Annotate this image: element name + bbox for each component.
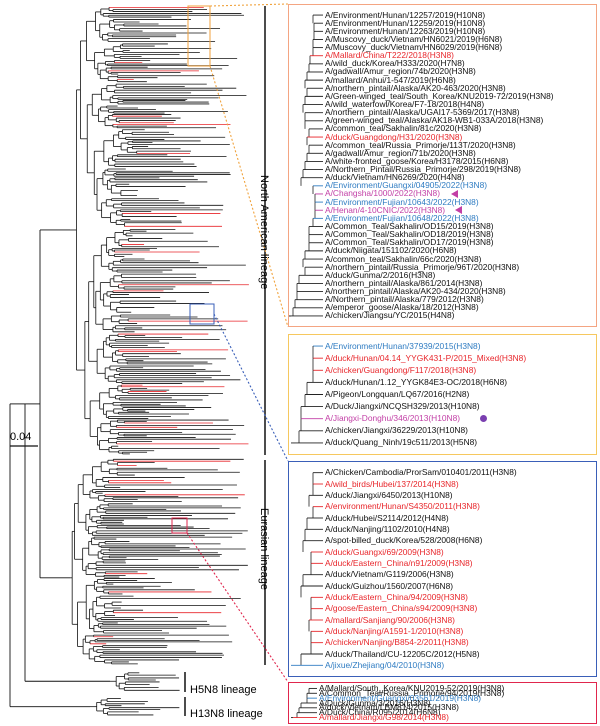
taxon-label: A/Chicken/Cambodia/ProrSam/010401/2011(H… [325,467,517,478]
taxon-label: A/Common_Teal/Sakhalin/OD18/2019(H3N8) [325,229,494,240]
taxon-label: A/chicken/Guangdong/F117/2018(H3N8) [325,364,477,375]
taxon-label: A/Northern_pintail/Alaska/779/2012(H3N8) [325,294,484,305]
panel-cladogram [291,472,323,666]
taxon-label: A/northern_pintail/Alaska/AK20-434/2020(… [325,286,506,297]
taxon-label: A/Jiangxi-Donghu/346/2013(H10N8) [325,413,461,424]
north-american-detail-panel: A/Environment/Hunan/12257/2019(H10N8)A/E… [288,4,597,327]
taxon-label: A/green-winged_teal/Alaska/AK18-WB1-033A… [325,115,544,126]
north-american-lineage-label: North American lineage [258,175,270,290]
taxon-label: A/common_teal/Russia_Primorje/113T/2020(… [325,139,516,150]
taxon-label: A/environment/Hunan/S4350/2011(H3N8) [325,501,480,512]
taxon-label: A/gadwall/Amur_region/71b/2020(H3N8) [325,147,476,158]
taxon-label: A/northern_pintail/Alaska/AK20-463/2020(… [325,82,506,93]
eurasian-lineage-label: Eurasian lineage [258,508,270,590]
taxon-label: A/duck/Hubei/S2114/2012(H4N8) [325,512,449,523]
taxon-label: A/Environment/Fujian/10643/2022(H3N8) [325,196,479,207]
taxon-label: A/mallard/Jiangxi/G98/2014(H3N8) [319,712,449,723]
taxon-label: A/goose/Eastern_China/s94/2009(H3N8) [325,603,478,614]
yellow-detail-panel: A/Environment/Hunan/37939/2015(H3N8)A/du… [288,334,597,455]
h5n8-lineage-label: H5N8 lineage [190,684,257,696]
panel-connector [209,3,289,7]
taxon-label: A/duck/Hunan/1.12_YYGK84E3-OC/2018(H6N8) [325,376,508,387]
scale-bar-label: 0.04 [10,431,32,443]
overview-highlight-box [171,517,188,534]
panel-connector [186,532,289,683]
human-case-marker-icon [450,189,458,198]
taxon-label: A/duck/Guangxi/69/2009(H3N8) [325,546,444,557]
taxon-label: A/chicken/Nanjing/B854-2/2011(H3N8) [325,637,469,648]
panel-connector [209,65,289,328]
taxon-label: A/Mallard/South_Korea/KNU2019-52/2019(H3… [319,682,505,693]
taxon-label: A/duck/Niigata/151102/2020(H6N8) [325,245,457,256]
taxon-label: A/duck/Guangdong/H31/2020(H3N8) [325,131,463,142]
taxon-label: A/Muscovy_duck/Vietnam/HN6021/2019(H6N8) [325,33,503,44]
bottom-detail-panel: A/Mallard/South_Korea/KNU2019-52/2019(H3… [288,682,597,724]
taxon-label: A/Environment/Hunan/12263/2019(H10N8) [325,25,486,36]
taxon-label: A/duck/Vietnam/HN6269/2020(H4N8) [325,172,465,183]
taxon-label: A/Mallard/China/T222/2018(H3N8) [325,50,454,61]
taxon-label: A/Duck/China/R095/2014(H6N8) [319,707,441,718]
taxon-label: A/wild_duck/Korea/H333/2020(H7N8) [325,58,465,69]
panel-cladogram [291,687,317,719]
taxon-label: A/Duck/Gunma/3/2016(H3N8) [319,697,431,708]
taxon-label: A/northern_pintail/Alaska/UGAI17-5369/20… [325,107,520,118]
taxon-label: A/emperor_goose/Alaska/18/2012(H3N8) [325,302,479,313]
taxon-label: A/duck/Nanjing/1102/2010(H4N8) [325,523,450,534]
taxon-label: A/gadwall/Amur_region/74b/2020(H3N8) [325,66,476,77]
taxon-label: A/Environment/Guangxi/04905/2022(H3N8) [325,180,488,191]
taxon-label: A/common_teal/Sakhalin/66c/2020(H3N8) [325,253,482,264]
human-case-marker-icon [455,206,463,215]
taxon-label: A/wild_birds/Hubei/137/2014(H3N8) [325,478,459,489]
taxon-label: A/common_teal/Sakhalin/81c/2020(H3N8) [325,123,482,134]
taxon-label: A/Duck/Jiangxi/NCQSH329/2013(H10N8) [325,401,480,412]
taxon-label: A/spot-billed_duck/Korea/528/2008(H6N8) [325,535,483,546]
taxon-label: A/white-fronted_goose/Korea/H3178/2015(H… [325,155,509,166]
panel-cladogram [291,345,323,444]
taxon-label: A/Environment/Guangxi/03561/2019(H3N8) [319,692,482,703]
taxon-label: A/duck/Eastern_China/n91/2009(H3N8) [325,557,473,568]
taxon-label: A/Northern_Pintail/Russia_Primorje/298/2… [325,164,521,175]
human-case-dot-icon [480,415,488,423]
taxon-label: A/chicken/Jiangsu/YC/2015(H4N8) [325,310,455,321]
taxon-label: A/duck/Vietnam/LBM814/2015(H3N8) [319,702,459,713]
taxon-label: A/northern_pintail/Russia_Primorje/96T/2… [325,261,520,272]
h13n8-lineage-label: H13N8 lineage [190,708,263,720]
taxon-label: A/duck/Quang_Ninh/19c511/2013(H5N8) [325,437,478,448]
taxon-label: A/Common_Teal/Sakhalin/OD17/2019(H3N8) [325,237,494,248]
taxon-label: A/wild_waterfowl/Korea/F7-18/2018(H4N8) [325,99,485,109]
taxon-label: A/Environment/Hunan/37939/2015(H3N8) [325,340,481,351]
panel-cladogram [289,14,323,317]
taxon-label: A/duck/Gunma/2/2016(H3N8) [325,269,436,280]
taxon-label: A/Common_Teal/Sakhalin/OD15/2019(H3N8) [325,220,494,231]
taxon-label: A/northern_pintail/Alaska/861/2014(H3N8) [325,277,483,288]
taxon-label: A/duck/Hunan/04.14_YYGK431-P/2015_Mixed(… [325,352,527,363]
taxon-label: A/duck/Thailand/CU-12205C/2012(H5N8) [325,648,480,659]
taxon-label: A/Muscovy_duck/Vietnam/HN6029/2019(H6N8) [325,42,503,53]
taxon-label: A/Environment/Hunan/12259/2019(H10N8) [325,17,486,28]
taxon-label: A/duck/Guizhou/1560/2007(H6N8) [325,580,454,591]
taxon-label: A/chicken/Jiangxi/36229/2013(H10N8) [325,425,468,436]
taxon-label: A/Environment/Fujian/10648/2022(H3N8) [325,212,479,223]
taxon-label: A/duck/Nanjing/A1591-1/2010(H3N8) [325,625,464,636]
taxon-label: A/Changsha/1000/2022(H3N8) [325,188,441,199]
overview-highlight-box [187,5,211,67]
taxon-label: A/mallard/Anhui/1-547/2019(H6N8) [325,74,456,85]
taxon-label: A/Environment/Hunan/12257/2019(H10N8) [325,9,486,20]
taxon-label: A/mallard/Sanjiang/90/2006(H3N8) [325,614,455,625]
taxon-label: A/Common_Teal/Russia_Primorje/94/2019(H3… [319,687,505,698]
taxon-label: A/duck/Vietnam/G119/2006(H3N8) [325,569,454,580]
taxon-label: A/duck/Eastern_China/94/2009(H3N8) [325,591,468,602]
taxon-label: A/Henan/4-10CNIC/2022(H3N8) [325,204,446,215]
panel-connector [213,313,289,462]
taxon-label: A/jixue/Zhejiang/04/2010(H3N8) [325,659,445,670]
taxon-label: A/Green-winged_teal/South_Korea/KNU2019-… [325,90,554,101]
taxon-label: A/duck/Jiangxi/6450/2013(H10N8) [325,489,453,500]
taxon-label: A/Pigeon/Longquan/LQ67/2016(H2N8) [325,389,470,399]
eurasian-detail-panel: A/Chicken/Cambodia/ProrSam/010401/2011(H… [288,461,597,677]
